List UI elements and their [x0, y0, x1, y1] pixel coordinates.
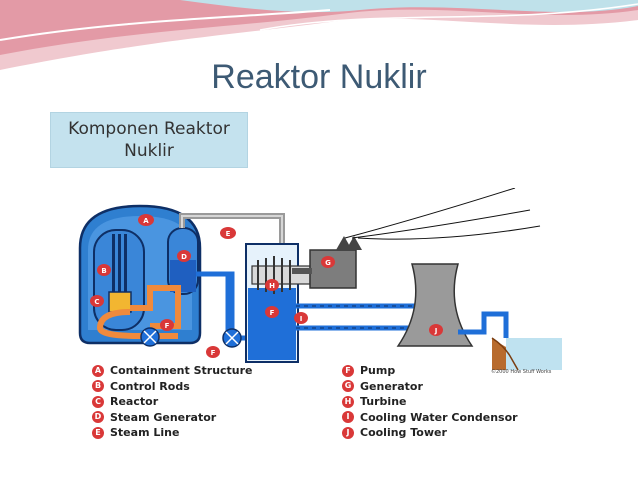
legend-label: Reactor: [110, 395, 159, 409]
marker-b: B: [97, 264, 111, 276]
legend-item-a: A Containment Structure: [92, 363, 253, 379]
pump-primary: [140, 327, 160, 347]
legend-badge: H: [342, 395, 354, 408]
svg-text:G: G: [325, 259, 331, 267]
component-label-box: Komponen Reaktor Nuklir: [50, 112, 248, 168]
legend-item-i: I Cooling Water Condensor: [342, 410, 518, 426]
svg-text:E: E: [226, 230, 231, 238]
legend-item-d: D Steam Generator: [92, 410, 253, 426]
legend-badge: B: [92, 380, 104, 393]
legend-label: Pump: [360, 364, 396, 378]
copyright-text: ©2000 How Stuff Works: [491, 369, 552, 375]
reactor-vessel: [93, 229, 145, 331]
svg-text:F: F: [270, 309, 275, 317]
marker-d: D: [177, 250, 191, 262]
svg-text:B: B: [101, 267, 106, 275]
svg-text:A: A: [143, 217, 149, 225]
label-line-1: Komponen Reaktor: [68, 119, 230, 139]
svg-text:D: D: [181, 253, 187, 261]
svg-text:J: J: [434, 327, 438, 335]
marker-i: I: [294, 312, 308, 324]
turbine-condenser-unit: [245, 243, 311, 363]
legend-badge: C: [92, 395, 104, 408]
header-wave-decoration: [0, 0, 638, 70]
legend-label: Steam Generator: [110, 410, 217, 424]
marker-f1: F: [160, 319, 174, 331]
legend-badge: I: [342, 411, 354, 424]
svg-text:I: I: [300, 315, 303, 323]
legend-label: Containment Structure: [110, 364, 253, 378]
svg-text:F: F: [165, 322, 170, 330]
label-line-2: Nuklir: [124, 141, 174, 161]
cooling-water-pipes: [296, 303, 420, 331]
legend-item-b: B Control Rods: [92, 379, 253, 395]
svg-text:C: C: [94, 298, 99, 306]
nuclear-reactor-diagram: A B C D E F F F G H I J: [78, 188, 562, 371]
legend-label: Control Rods: [110, 379, 190, 393]
legend-label: Cooling Water Condensor: [360, 410, 518, 424]
svg-text:H: H: [269, 282, 275, 290]
legend-left: A Containment Structure B Control Rods C Re…: [92, 363, 253, 441]
marker-c: C: [90, 295, 104, 307]
marker-f3: F: [265, 306, 279, 318]
legend-item-e: E Steam Line: [92, 425, 253, 441]
marker-h: H: [265, 279, 279, 291]
generator: [292, 236, 362, 289]
legend-badge: A: [92, 364, 104, 377]
legend-item-j: J Cooling Tower: [342, 425, 518, 441]
river-bank: [491, 337, 562, 371]
marker-a: A: [138, 214, 154, 226]
legend-label: Turbine: [360, 395, 407, 409]
legend-badge: D: [92, 411, 104, 424]
cooling-tower: [396, 263, 474, 347]
legend-badge: G: [342, 380, 354, 393]
legend-item-f: F Pump: [342, 363, 518, 379]
pump-secondary: [222, 328, 242, 348]
legend-badge: J: [342, 426, 354, 439]
marker-j: J: [429, 324, 443, 336]
legend-item-c: C Reactor: [92, 394, 253, 410]
legend-badge: F: [342, 364, 354, 377]
power-line: [344, 188, 516, 239]
marker-g: G: [321, 256, 335, 268]
legend-item-h: H Turbine: [342, 394, 518, 410]
legend-label: Steam Line: [110, 426, 180, 440]
legend-label: Cooling Tower: [360, 426, 447, 440]
legend-badge: E: [92, 426, 104, 439]
marker-e: E: [220, 227, 236, 239]
marker-f2: F: [206, 346, 220, 358]
legend-item-g: G Generator: [342, 379, 518, 395]
svg-text:F: F: [211, 349, 216, 357]
slide-title: Reaktor Nuklir: [211, 58, 427, 96]
legend-right: F Pump G Generator H Turbine I Cooling Water…: [342, 363, 518, 441]
secondary-water-loop: [196, 271, 245, 341]
legend-label: Generator: [360, 379, 423, 393]
river-outflow-pipe: [458, 311, 509, 338]
